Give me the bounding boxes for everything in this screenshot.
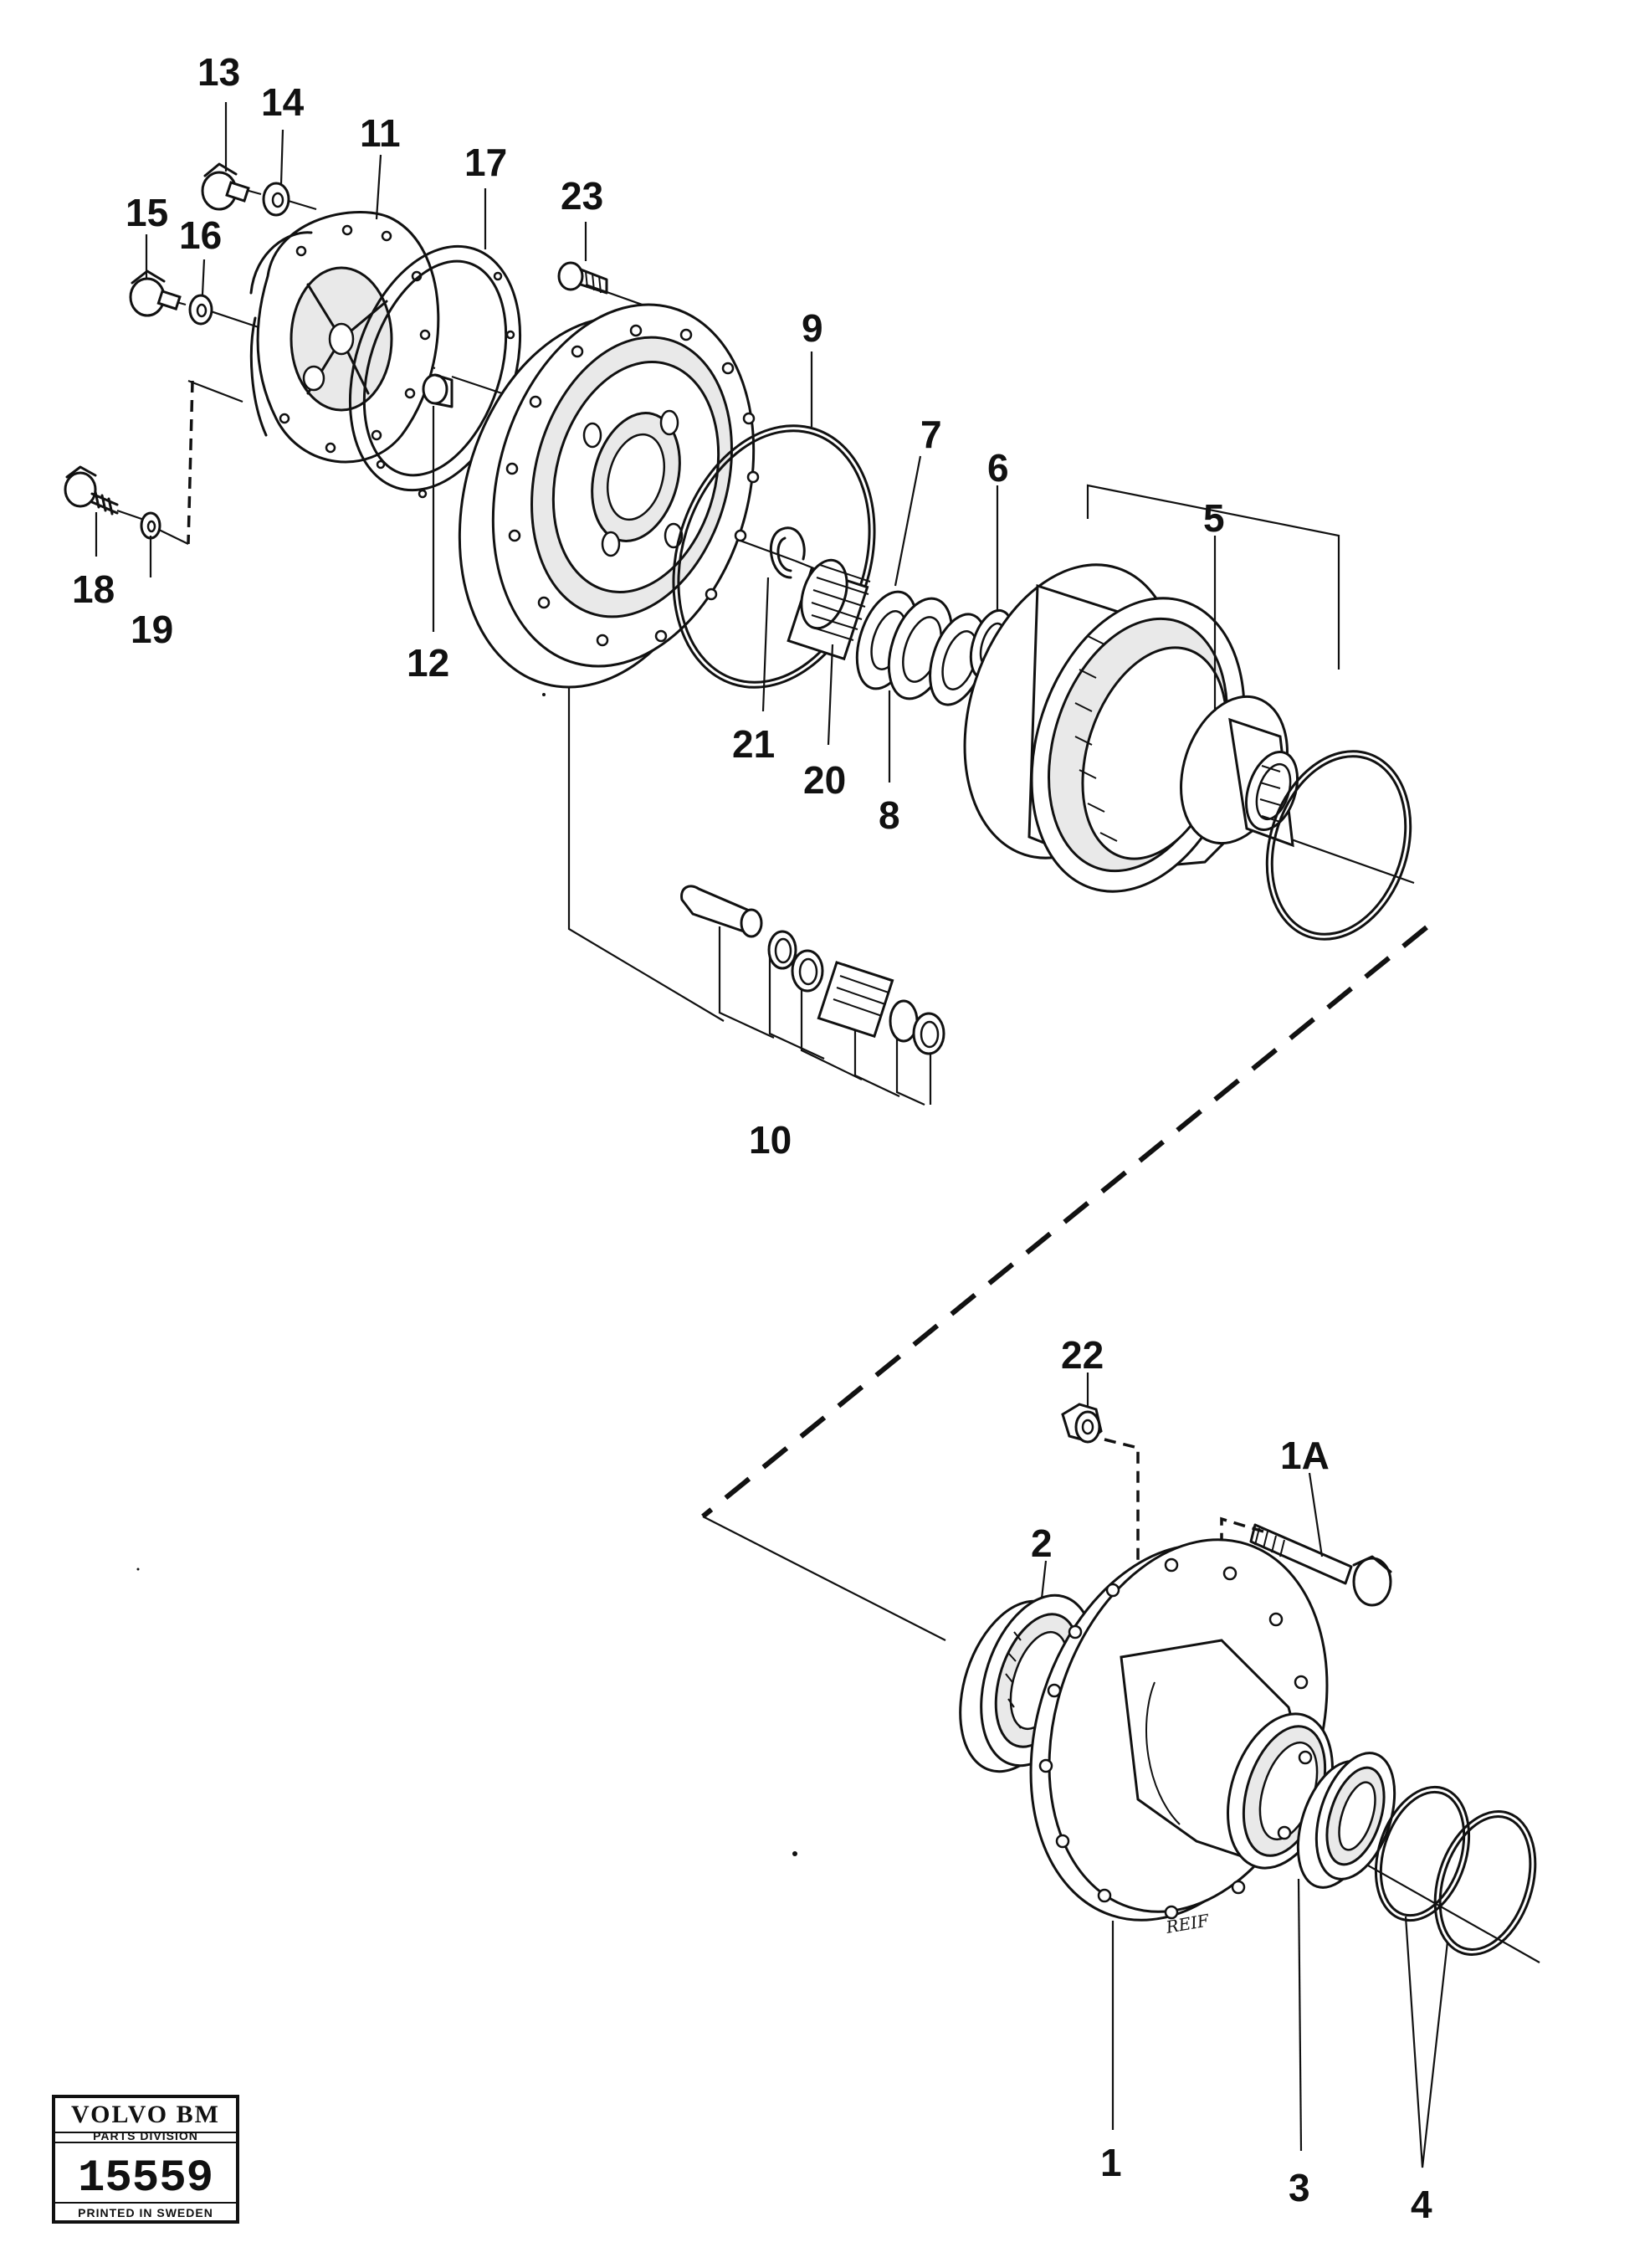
stamp-brand: VOLVO BM	[71, 2101, 220, 2128]
part-labels: 13 14 11 17 23 15 16 9 7 6 5 18 19 12 21…	[72, 50, 1432, 2226]
stamp-number: 15559	[78, 2153, 213, 2204]
part-22-nut	[1061, 1403, 1103, 1444]
label-7: 7	[920, 413, 942, 456]
parts-division-stamp: VOLVO BM PARTS DIVISION 15559 PRINTED IN…	[52, 2095, 239, 2224]
part-13-bolt	[201, 162, 250, 211]
stamp-printed: PRINTED IN SWEDEN	[78, 2206, 213, 2219]
label-21: 21	[732, 722, 775, 766]
part-11-cover-plate	[249, 211, 440, 464]
part-3-bearing	[1296, 1752, 1396, 1889]
label-11: 11	[360, 111, 401, 155]
label-14: 14	[261, 80, 305, 124]
label-12: 12	[407, 641, 449, 685]
label-6: 6	[987, 446, 1009, 490]
stamp-division: PARTS DIVISION	[93, 2129, 198, 2142]
part-10-planet-gear-kit	[680, 885, 945, 1055]
label-15: 15	[126, 191, 168, 234]
label-1: 1	[1100, 2141, 1122, 2184]
label-9: 9	[802, 306, 823, 350]
label-1A: 1A	[1280, 1434, 1330, 1477]
part-7-gears	[887, 597, 987, 706]
label-8: 8	[879, 793, 900, 837]
part-4-seal-rings	[1374, 1785, 1537, 1956]
scan-specks	[136, 693, 797, 1856]
part-1a-bolt	[1249, 1523, 1392, 1607]
label-17: 17	[464, 141, 507, 184]
part-23-screw	[557, 261, 608, 295]
label-20: 20	[803, 758, 846, 802]
part-5-snap-ring	[1265, 750, 1412, 941]
label-2: 2	[1031, 1521, 1053, 1565]
label-16: 16	[179, 213, 222, 257]
label-13: 13	[197, 50, 240, 94]
part-15-bolt	[129, 269, 182, 317]
part-5-ring-gear	[963, 563, 1299, 893]
label-3: 3	[1289, 2166, 1310, 2209]
planet-carrier-housing	[458, 303, 760, 689]
label-pointer-lines	[95, 102, 1449, 2168]
label-19: 19	[131, 608, 173, 651]
part-14-washer	[262, 182, 290, 217]
part-20-sun-gear	[787, 558, 871, 661]
part-12-pin	[422, 373, 453, 408]
label-10: 10	[749, 1118, 792, 1162]
label-5: 5	[1203, 496, 1225, 540]
part-21-circlip	[769, 526, 806, 579]
label-18: 18	[72, 567, 115, 611]
label-4: 4	[1411, 2183, 1432, 2226]
part-16-washer	[188, 294, 213, 326]
assembly-dashed-line	[701, 925, 1428, 1519]
part-18-bolt	[64, 465, 119, 516]
label-22: 22	[1061, 1333, 1104, 1377]
part-19-washer	[140, 511, 161, 540]
label-23: 23	[561, 174, 603, 218]
part-1-wheel-hub	[1029, 1538, 1334, 1922]
